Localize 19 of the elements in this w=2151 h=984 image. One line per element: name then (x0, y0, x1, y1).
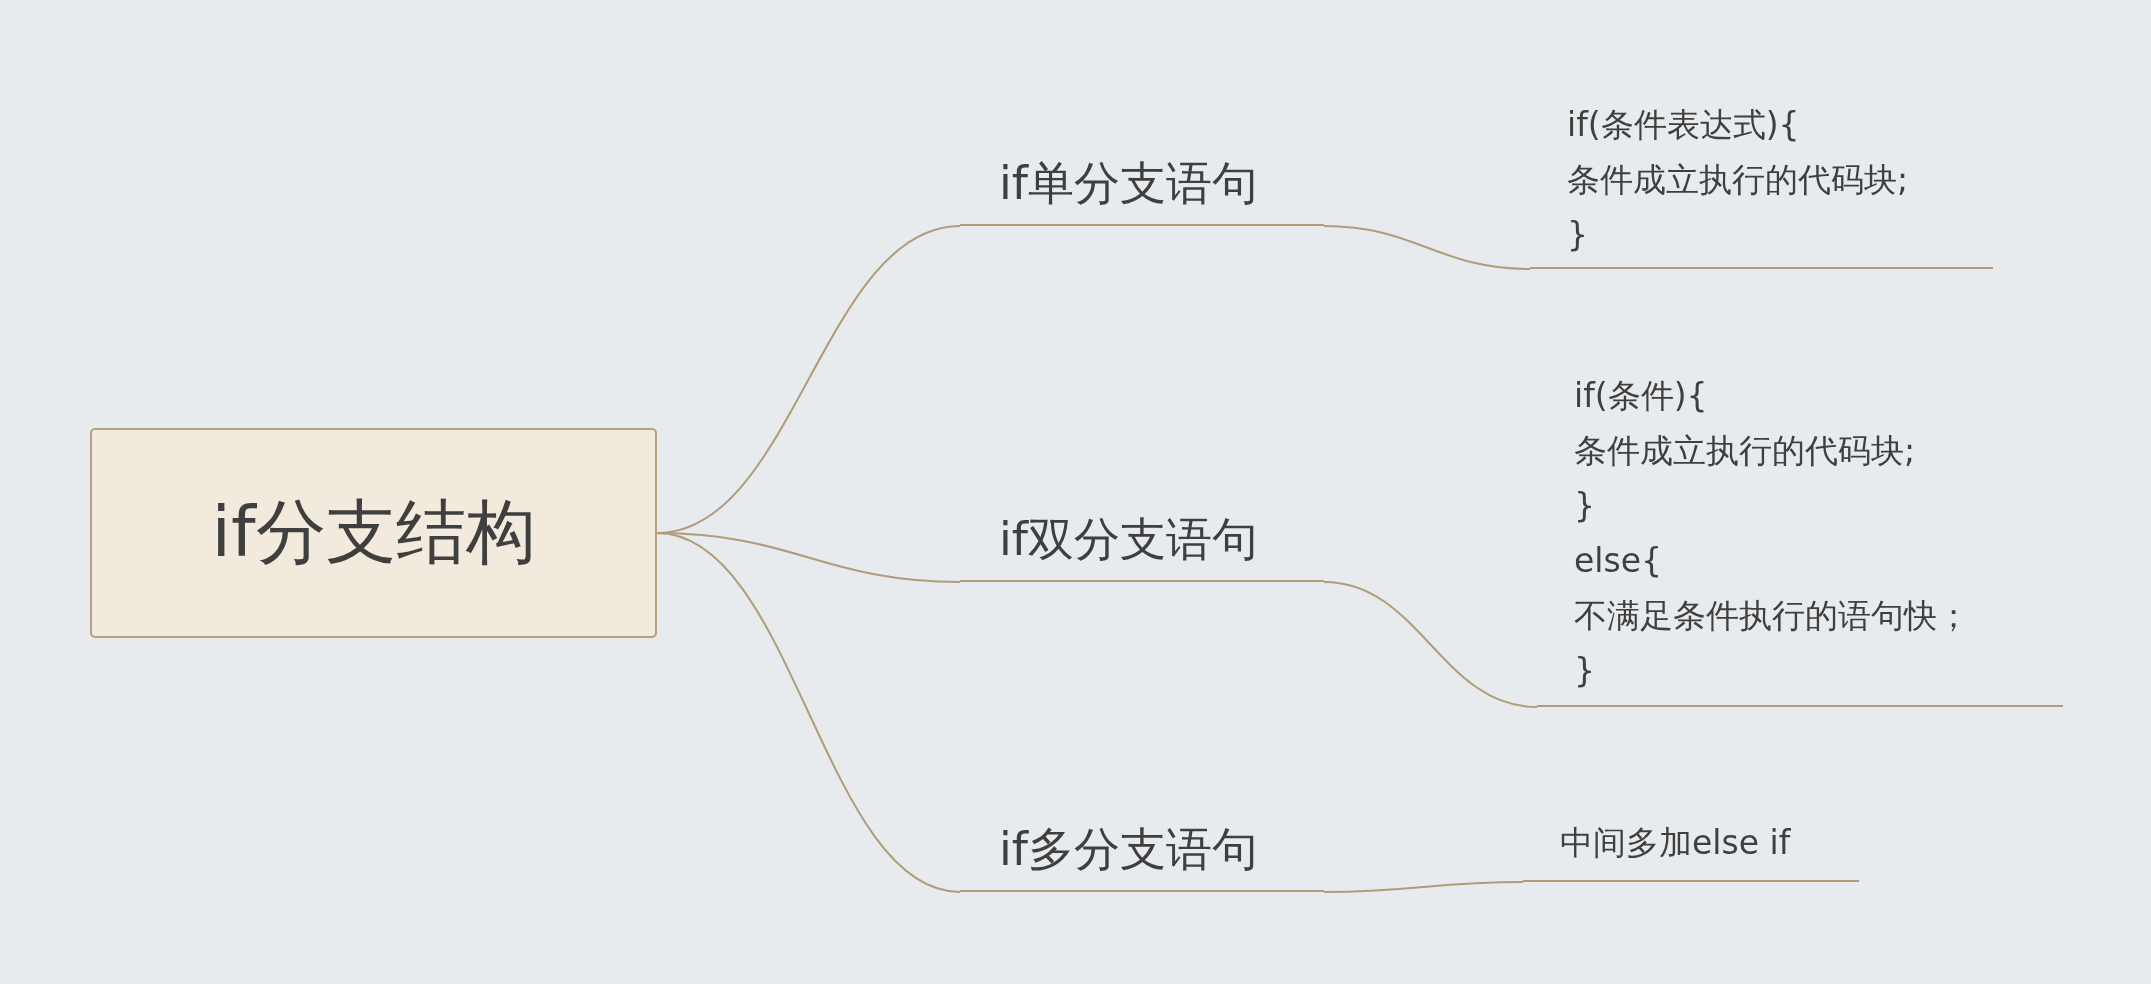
code-line: } (1574, 485, 1596, 527)
topic-label: if单分支语句 (999, 155, 1259, 212)
code-line: 条件成立执行的代码块; (1567, 159, 1910, 201)
code-line: } (1567, 214, 1589, 256)
topic-label: if双分支语句 (999, 511, 1259, 568)
root-box (90, 428, 657, 638)
code-line: if(条件表达式){ (1567, 104, 1801, 146)
code-line: } (1574, 650, 1596, 692)
code-line: 中间多加else if (1560, 822, 1792, 864)
code-line: if(条件){ (1574, 375, 1709, 417)
topic-label: if多分支语句 (999, 821, 1259, 878)
root-label: if分支结构 (211, 490, 536, 575)
code-line: else{ (1574, 540, 1663, 582)
code-line: 条件成立执行的代码块; (1574, 430, 1917, 472)
branch-connector (1323, 881, 1524, 893)
code-line: 不满足条件执行的语句快； (1574, 595, 1971, 637)
branch-connector (656, 532, 961, 893)
branch-connector (1323, 225, 1531, 270)
branch-connector (1323, 581, 1538, 708)
